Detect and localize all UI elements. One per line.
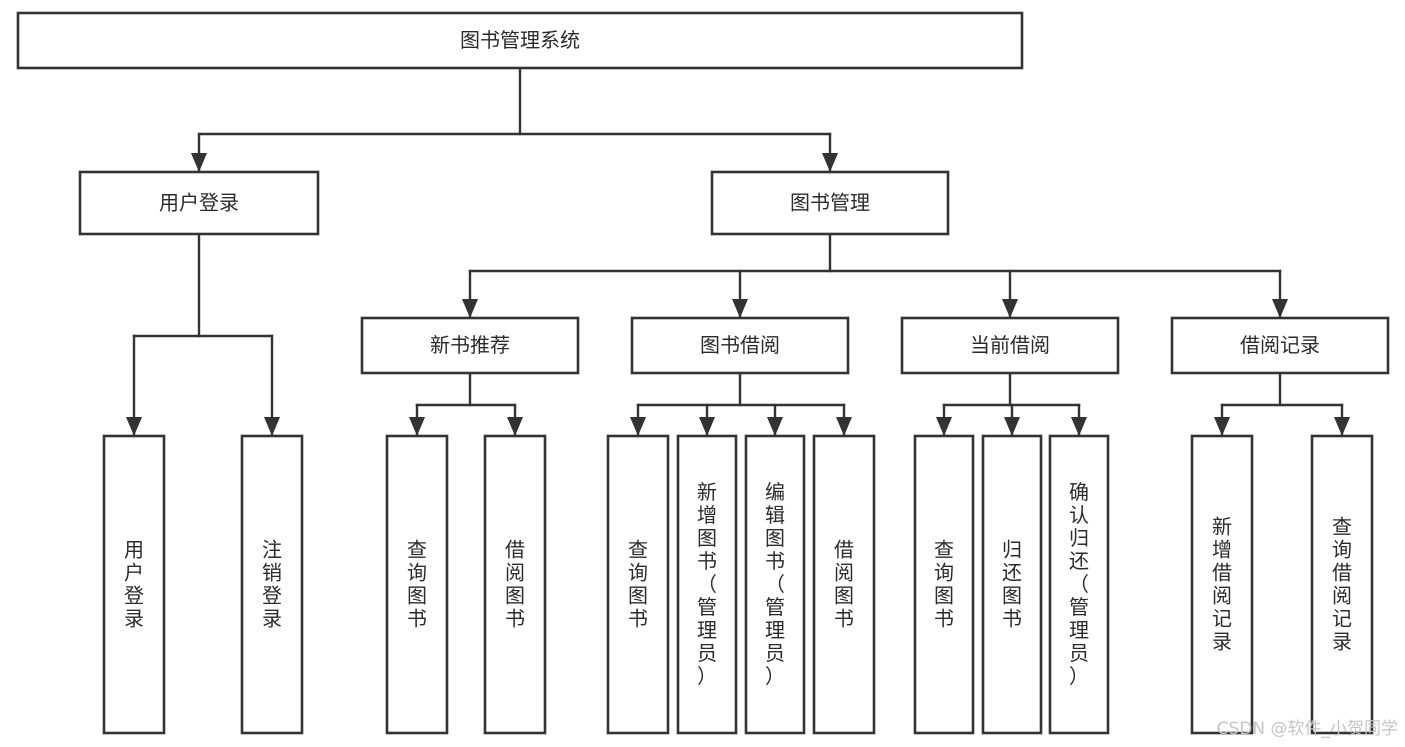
level2-node-box[interactable] (710, 170, 950, 236)
arrow-head-icon (732, 299, 748, 318)
arrow-head-icon (264, 417, 280, 436)
leaf-node-0[interactable]: 用户登录 (102, 434, 166, 735)
arrow-head-icon (836, 417, 852, 436)
leaf-node-label: 新增借阅记录 (1212, 514, 1232, 653)
leaf-node-label: 新增图书（管理员） (697, 480, 717, 688)
arrow-head-icon (409, 417, 425, 436)
leaf-node-label: 查询图书 (628, 537, 648, 630)
level2-node-0[interactable]: 用户登录 (78, 170, 320, 236)
arrow-head-icon (767, 417, 783, 436)
level2-node-1[interactable]: 图书管理 (710, 170, 950, 236)
leaf-node-label: 查询借阅记录 (1332, 514, 1352, 653)
leaf-node-1[interactable]: 注销登录 (240, 434, 304, 735)
leaf-node-label: 归还图书 (1002, 537, 1022, 630)
leaf-node-7[interactable]: 借阅图书 (812, 434, 876, 735)
arrow-head-icon (1002, 299, 1018, 318)
leaf-node-label: 查询图书 (934, 537, 954, 630)
leaf-node-box[interactable] (913, 434, 975, 735)
leaf-node-2[interactable]: 查询图书 (385, 434, 449, 735)
level3-node-label: 当前借阅 (970, 333, 1050, 357)
leaf-node-label: 借阅图书 (834, 537, 854, 630)
leaf-node-label: 借阅图书 (505, 537, 525, 630)
root-node-box[interactable] (16, 11, 1024, 70)
leaf-node-box[interactable] (1190, 434, 1254, 735)
leaf-node-label: 查询图书 (407, 537, 427, 630)
arrow-head-icon (936, 417, 952, 436)
leaf-node-6[interactable]: 编辑图书（管理员） (744, 434, 806, 735)
leaf-node-5[interactable]: 新增图书（管理员） (676, 434, 738, 735)
arrow-head-icon (1004, 417, 1020, 436)
leaf-node-box[interactable] (1048, 434, 1110, 735)
leaf-node-box[interactable] (812, 434, 876, 735)
arrow-head-icon (126, 417, 142, 436)
leaf-node-11[interactable]: 新增借阅记录 (1190, 434, 1254, 735)
level3-node-label: 图书借阅 (700, 333, 780, 357)
arrow-head-icon (1071, 417, 1087, 436)
leaf-node-label: 注销登录 (262, 537, 282, 630)
level3-node-3[interactable]: 借阅记录 (1170, 316, 1390, 375)
arrow-head-icon (1272, 299, 1288, 318)
level3-node-box[interactable] (1170, 316, 1390, 375)
leaf-node-label: 用户登录 (124, 537, 144, 630)
leaf-node-box[interactable] (981, 434, 1043, 735)
leaf-node-box[interactable] (676, 434, 738, 735)
level2-node-box[interactable] (78, 170, 320, 236)
arrow-head-icon (507, 417, 523, 436)
level3-node-box[interactable] (900, 316, 1120, 375)
arrow-head-icon (699, 417, 715, 436)
level3-node-1[interactable]: 图书借阅 (630, 316, 850, 375)
node-layer: 图书管理系统用户登录图书管理新书推荐图书借阅当前借阅借阅记录用户登录注销登录查询… (16, 11, 1390, 735)
level2-node-label: 用户登录 (159, 191, 239, 215)
leaf-node-box[interactable] (483, 434, 547, 735)
leaf-node-8[interactable]: 查询图书 (913, 434, 975, 735)
leaf-node-label: 确认归还（管理员） (1069, 480, 1089, 688)
arrow-head-icon (1334, 417, 1350, 436)
level2-node-label: 图书管理 (790, 191, 870, 215)
arrow-head-icon (630, 417, 646, 436)
leaf-node-box[interactable] (102, 434, 166, 735)
leaf-node-box[interactable] (1310, 434, 1374, 735)
leaf-node-10[interactable]: 确认归还（管理员） (1048, 434, 1110, 735)
arrow-head-icon (1214, 417, 1230, 436)
leaf-node-12[interactable]: 查询借阅记录 (1310, 434, 1374, 735)
level3-node-0[interactable]: 新书推荐 (360, 316, 580, 375)
leaf-node-4[interactable]: 查询图书 (606, 434, 670, 735)
leaf-node-9[interactable]: 归还图书 (981, 434, 1043, 735)
root-node-0[interactable]: 图书管理系统 (16, 11, 1024, 70)
leaf-node-box[interactable] (606, 434, 670, 735)
leaf-node-3[interactable]: 借阅图书 (483, 434, 547, 735)
leaf-node-box[interactable] (385, 434, 449, 735)
arrow-head-icon (462, 299, 478, 318)
arrow-head-icon (822, 153, 838, 172)
root-node-label: 图书管理系统 (460, 28, 580, 52)
leaf-node-label: 编辑图书（管理员） (765, 480, 785, 688)
level3-node-2[interactable]: 当前借阅 (900, 316, 1120, 375)
level3-node-label: 新书推荐 (430, 333, 510, 357)
level3-node-box[interactable] (630, 316, 850, 375)
leaf-node-box[interactable] (240, 434, 304, 735)
level3-node-box[interactable] (360, 316, 580, 375)
connector-layer (126, 66, 1350, 437)
level3-node-label: 借阅记录 (1240, 333, 1320, 357)
leaf-node-box[interactable] (744, 434, 806, 735)
csdn-watermark: CSDN @软件_小贺同学 (1217, 719, 1398, 739)
arrow-head-icon (191, 153, 207, 172)
